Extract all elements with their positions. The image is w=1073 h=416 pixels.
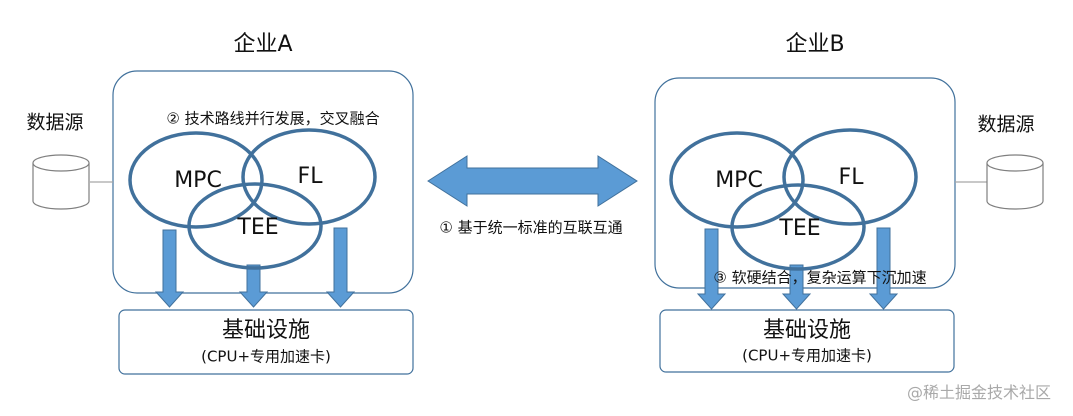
watermark: @稀土掘金技术社区 xyxy=(906,383,1052,402)
enterprise-a-title: 企业A xyxy=(233,32,293,57)
infra-a-box xyxy=(118,309,414,375)
circle-a-mpc-label: MPC xyxy=(174,168,222,193)
enterprise-b-note: ③ 软硬结合，复杂运算下沉加速 xyxy=(713,268,927,287)
database-a-icon xyxy=(32,154,90,210)
interconnect-arrow xyxy=(427,155,638,207)
database-b-icon xyxy=(986,154,1044,210)
enterprise-b-title: 企业B xyxy=(785,32,845,57)
infra-b-box xyxy=(659,309,955,373)
infra-a-subtitle: (CPU+专用加速卡) xyxy=(201,347,331,366)
infra-b-title: 基础设施 xyxy=(762,318,852,343)
circle-a-tee xyxy=(187,182,323,270)
data-source-b-label: 数据源 xyxy=(977,113,1035,136)
circle-b-tee xyxy=(730,183,866,271)
circle-b-fl-label: FL xyxy=(838,165,864,190)
enterprise-a-note: ② 技术路线并行发展，交叉融合 xyxy=(166,109,380,128)
data-source-a-label: 数据源 xyxy=(26,111,84,134)
arrow-b-1 xyxy=(696,228,727,310)
circle-b-tee-label: TEE xyxy=(779,216,821,241)
circle-a-tee-label: TEE xyxy=(237,215,279,240)
infra-a-title: 基础设施 xyxy=(221,318,311,343)
circle-a-mpc xyxy=(128,131,264,229)
circle-a-fl-label: FL xyxy=(297,164,323,189)
circle-b-mpc-label: MPC xyxy=(715,168,763,193)
enterprise-b-box xyxy=(654,77,956,289)
circle-b-mpc xyxy=(669,131,805,229)
arrow-b-3 xyxy=(868,227,899,310)
circle-b-fl xyxy=(782,128,918,226)
circle-a-fl xyxy=(241,128,377,226)
arrow-a-3 xyxy=(325,227,356,308)
arrow-a-1 xyxy=(154,229,185,308)
interconnect-note: ① 基于统一标准的互联互通 xyxy=(439,218,623,237)
infra-b-subtitle: (CPU+专用加速卡) xyxy=(742,346,872,365)
